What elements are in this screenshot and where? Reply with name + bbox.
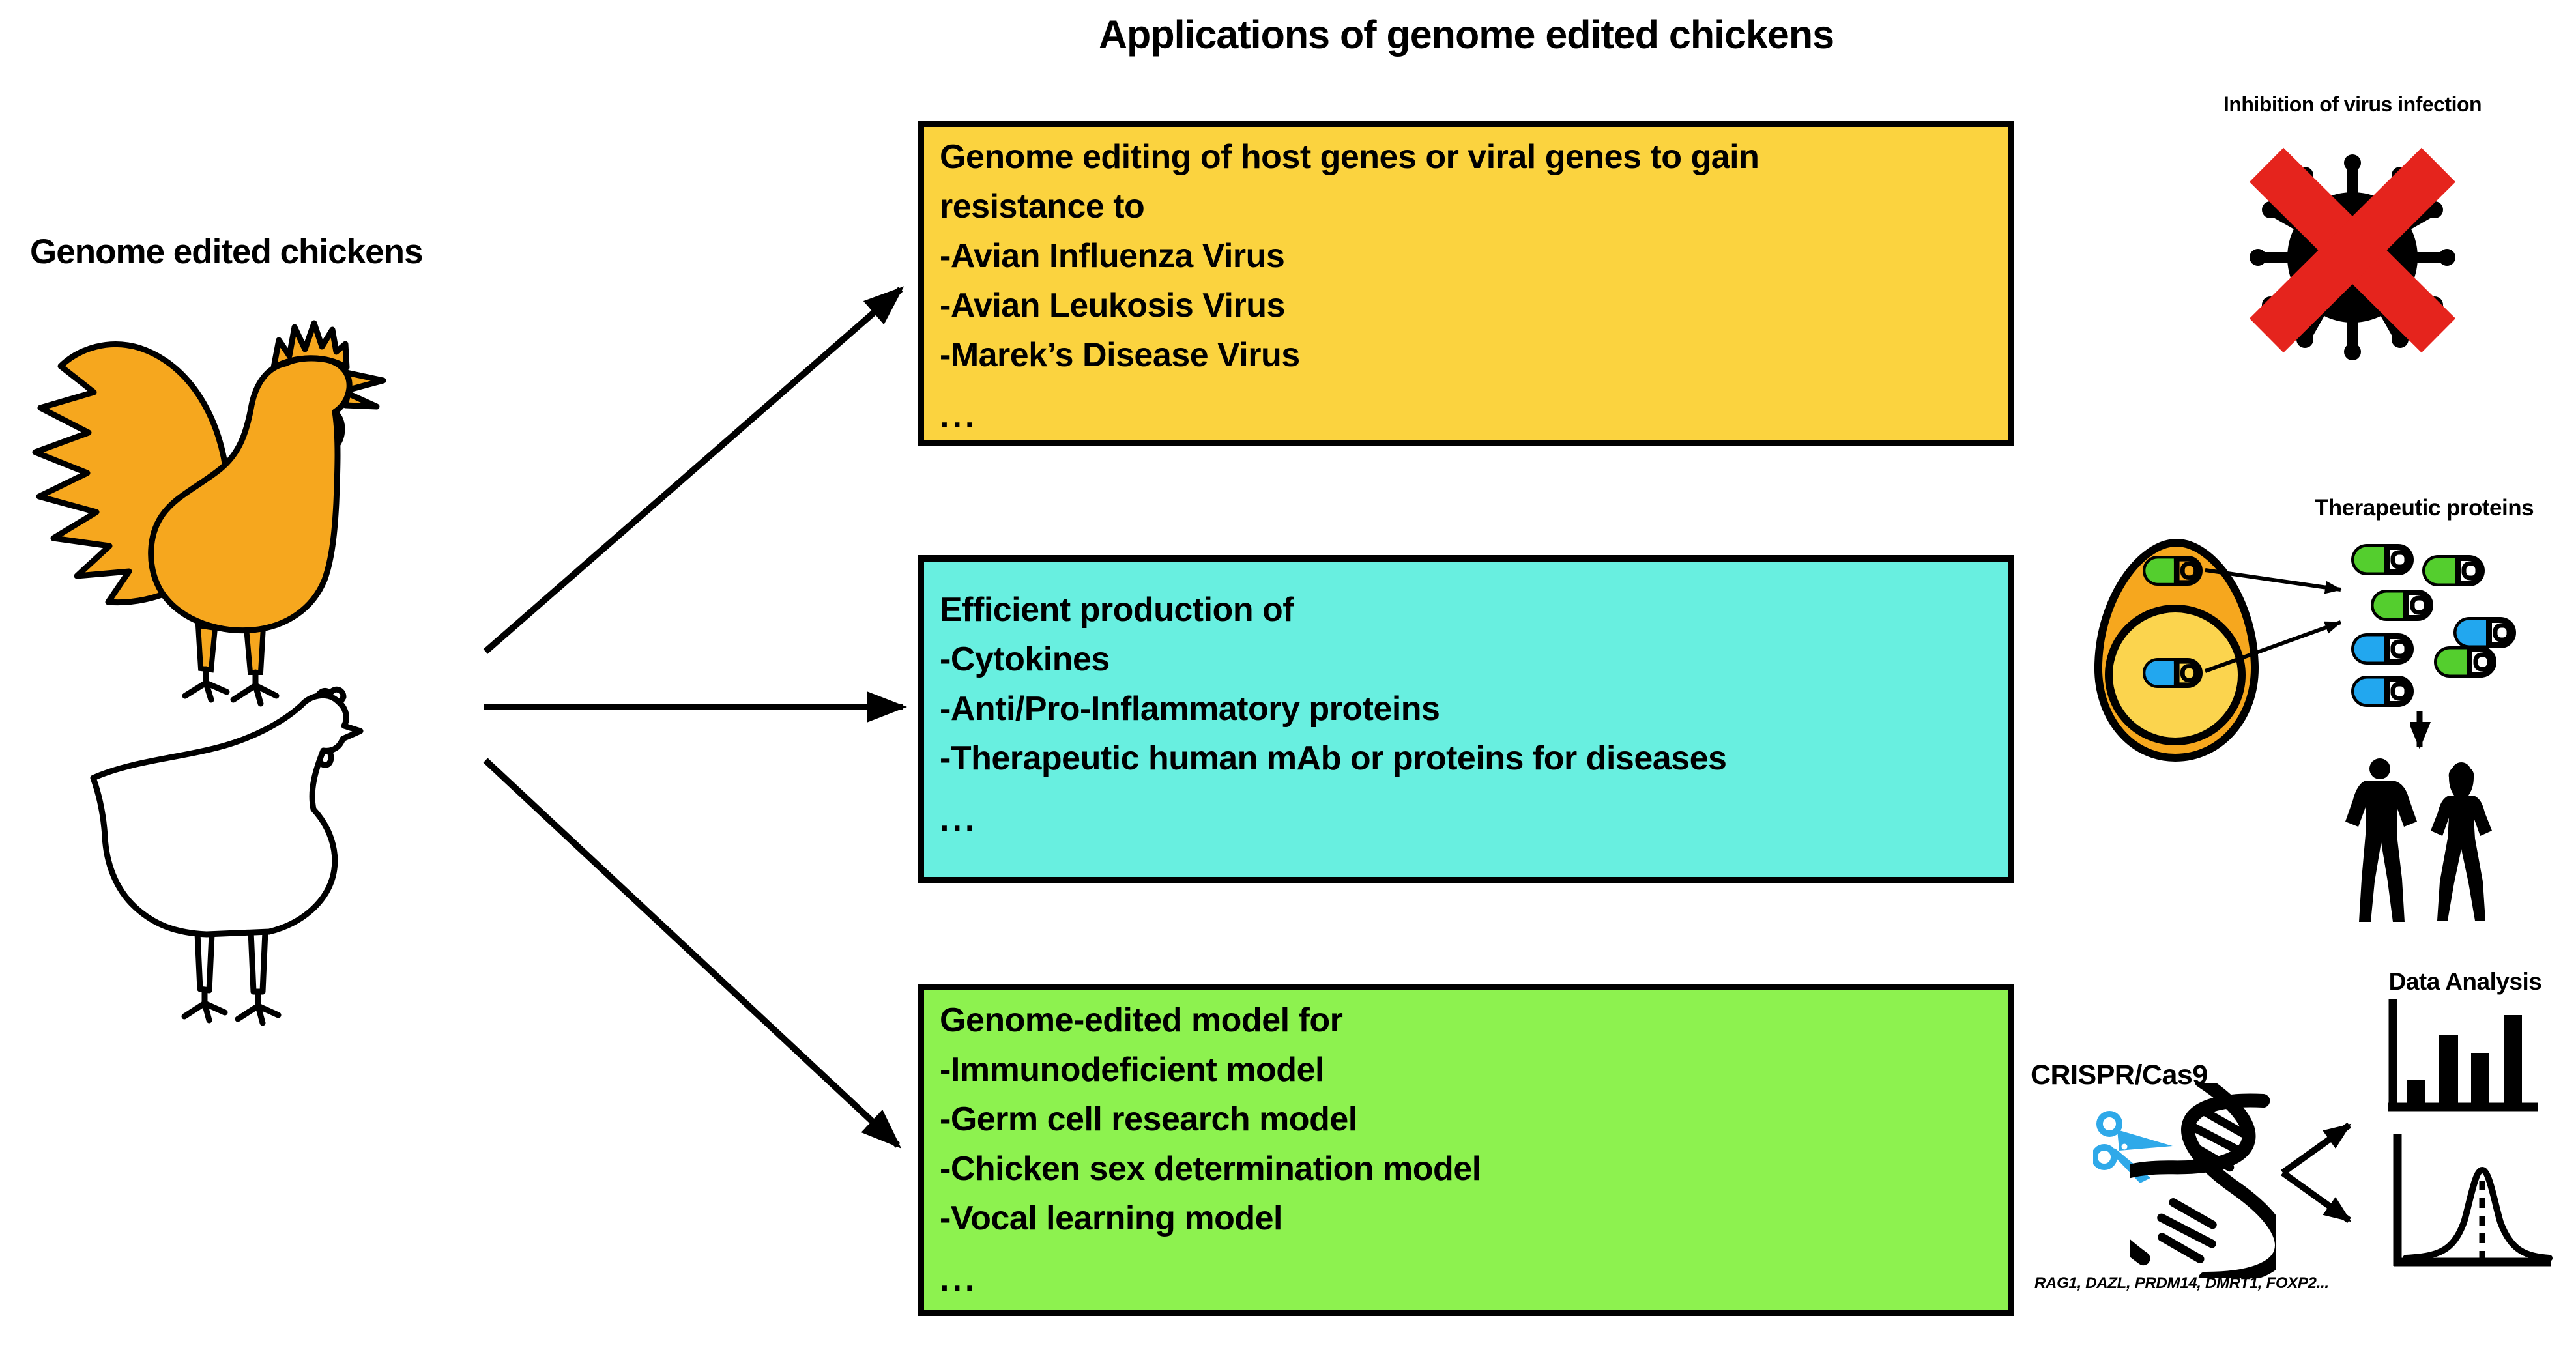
arrow-from-blue-pill: [2204, 620, 2342, 673]
rooster-leg: [195, 622, 218, 673]
bar: [2471, 1053, 2489, 1103]
scissors-handle: [2096, 1111, 2122, 1137]
box-text-line: Efficient production of: [940, 591, 1294, 629]
fan-arrows: [483, 286, 907, 1149]
gene-list: RAG1, DAZL, PRDM14, DMRT1, FOXP2...: [2034, 1274, 2329, 1292]
bar: [2407, 1080, 2425, 1103]
hen-body: [90, 692, 364, 938]
arrow-to-resistance-box: [483, 286, 904, 654]
box-text-line: -Avian Leukosis Virus: [940, 287, 1285, 324]
split-arrows: [2281, 1122, 2352, 1224]
green-pill-icon: [2425, 558, 2482, 584]
figure-title: Applications of genome edited chickens: [1099, 12, 1834, 57]
therapeutic-proteins-label: Therapeutic proteins: [2314, 495, 2534, 521]
green-pill-icon: [2354, 547, 2411, 573]
arrow-to-bar-chart: [2281, 1122, 2352, 1176]
down-arrow: [2410, 711, 2431, 749]
hen-foot: [235, 988, 282, 1026]
box-text-line: -Marek’s Disease Virus: [940, 336, 1300, 374]
virus-resistance-box: Genome editing of host genes or viral ge…: [918, 121, 2014, 446]
bar: [2439, 1035, 2458, 1103]
green-pill-in-egg-icon: [2145, 558, 2199, 582]
dna-icon: [2130, 1083, 2276, 1278]
egg-icon: [2094, 538, 2259, 762]
arrow-to-bell-curve: [2281, 1169, 2352, 1224]
rooster-foot: [230, 669, 280, 707]
blue-pill-icon: [2354, 637, 2411, 662]
efficient-production-box: Efficient production of -Cytokines -Anti…: [918, 555, 2014, 883]
box-text-ellipsis: ...: [940, 1261, 978, 1298]
box-text-line: -Cytokines: [940, 640, 1110, 678]
rooster-body: [148, 355, 353, 634]
hen-leg: [248, 928, 268, 995]
box-text-line: -Vocal learning model: [940, 1199, 1282, 1237]
hen-foot: [181, 986, 228, 1024]
dna-rungs: [2157, 1198, 2217, 1264]
chickens-label: Genome edited chickens: [30, 233, 423, 271]
rooster-icon: [32, 320, 386, 707]
box-text-line: Genome editing of host genes or viral ge…: [940, 138, 1759, 176]
distribution-curve: [2403, 1166, 2553, 1261]
box-text-line: -Germ cell research model: [940, 1100, 1357, 1138]
dna-strand: [2130, 1083, 2256, 1266]
bar: [2504, 1015, 2522, 1103]
scissors-handle: [2093, 1144, 2117, 1170]
box-text-line: -Therapeutic human mAb or proteins for d…: [940, 739, 1727, 777]
bar-chart-icon: [2388, 999, 2538, 1112]
man-silhouette: [2345, 758, 2417, 922]
green-pill-icon: [2437, 650, 2494, 675]
rooster-leg: [243, 624, 267, 675]
blue-pill-icon: [2354, 679, 2411, 704]
virus-icon: [2249, 147, 2456, 360]
data-analysis-label: Data Analysis: [2388, 968, 2542, 995]
box-text-line: -Immunodeficient model: [940, 1051, 1324, 1089]
hen-icon: [90, 686, 364, 1026]
hen-leg: [194, 930, 215, 994]
box-text-ellipsis: ...: [940, 397, 978, 435]
arrow-from-green-pill: [2205, 568, 2342, 594]
bell-curve-icon: [2393, 1134, 2553, 1267]
inhibition-label: Inhibition of virus infection: [2223, 93, 2482, 116]
green-pill-icon: [2374, 593, 2431, 618]
dna-strand: [2181, 1093, 2276, 1278]
blue-pill-icon: [2457, 620, 2513, 646]
box-text-line: -Chicken sex determination model: [940, 1150, 1481, 1188]
arrow-to-models-box: [483, 758, 902, 1149]
red-x-icon: [2249, 147, 2456, 353]
people-icon: [2345, 758, 2492, 922]
woman-silhouette: [2431, 762, 2492, 921]
genome-edited-models-box: Genome-edited model for -Immunodeficient…: [918, 984, 2014, 1316]
box-text-ellipsis: ...: [940, 801, 978, 839]
blue-pill-in-egg-icon: [2145, 661, 2199, 685]
box-text-line: Genome-edited model for: [940, 1001, 1343, 1039]
box-text-line: -Anti/Pro-Inflammatory proteins: [940, 690, 1440, 728]
rooster-foot: [182, 666, 230, 703]
box-text-line: -Avian Influenza Virus: [940, 237, 1285, 275]
crispr-cas9-label: CRISPR/Cas9: [2031, 1059, 2208, 1091]
box-text-line: resistance to: [940, 188, 1145, 225]
scissors-blade: [2117, 1130, 2173, 1151]
scissors-pivot: [2121, 1143, 2128, 1150]
pill-cluster-icon: [2346, 538, 2522, 713]
egg-to-pills-arrows: [2204, 568, 2342, 673]
